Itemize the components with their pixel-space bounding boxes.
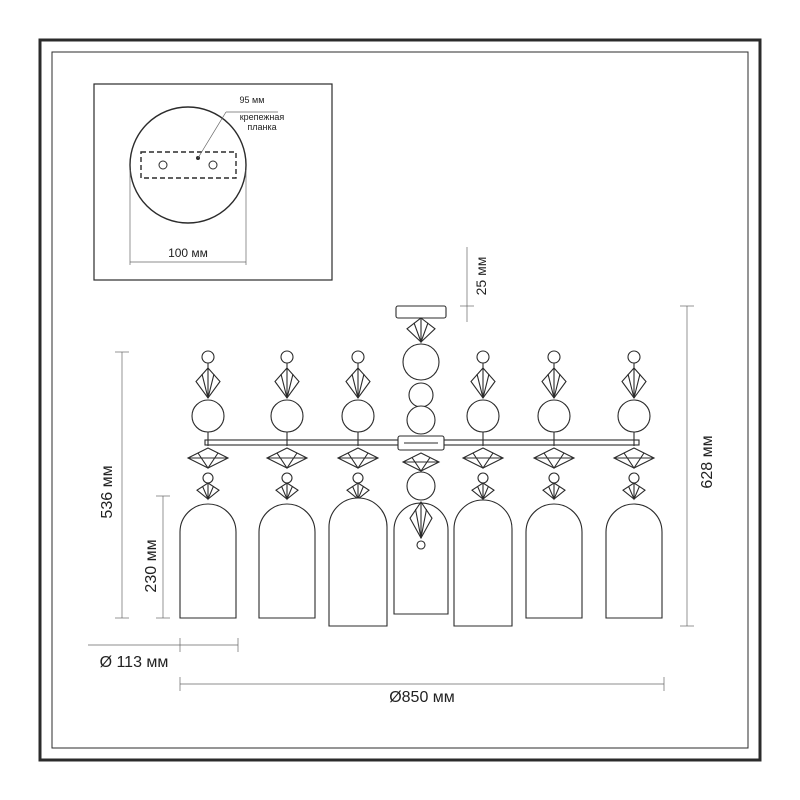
bracket-label-line2: планка (247, 122, 276, 132)
lamp-arm-6 (605, 350, 663, 619)
finial-ball (627, 350, 641, 364)
bracket-label-line1: крепежная (240, 112, 285, 122)
glass-shade (605, 503, 663, 619)
screw-hole-left (158, 160, 168, 170)
outer-frame (38, 38, 762, 762)
total-height-label: 628 мм (699, 435, 716, 488)
bracket-leader-line (197, 111, 227, 159)
chandelier-body (179, 305, 663, 627)
spacer-bead (477, 472, 489, 484)
lamp-arm-4 (453, 350, 513, 627)
glass-shade (258, 503, 316, 619)
bicone-crystal-facet (276, 452, 298, 469)
glass-sphere (617, 399, 651, 433)
bicone-crystal-facet (543, 452, 565, 469)
dim-canopy-height: 25 мм (460, 247, 489, 322)
dim-body-height: 536 мм (99, 351, 129, 619)
spacer-bead (628, 472, 640, 484)
plate-diameter-label: 100 мм (168, 246, 208, 260)
canopy-circle (129, 106, 247, 224)
center-bicone-facet (411, 457, 431, 472)
bicone-crystal-facet (623, 452, 645, 469)
mount-plate-inset: 95 мм крепежная планка 100 мм (93, 83, 333, 281)
center-column (393, 317, 449, 615)
bicone-crystal-facet (472, 452, 494, 469)
dim-overall-width: Ø850 мм (179, 677, 665, 706)
spacer-bead (202, 472, 214, 484)
center-sphere-3 (406, 405, 436, 435)
screw-hole-right (208, 160, 218, 170)
lamp-arm-2 (258, 350, 316, 619)
glass-sphere (191, 399, 225, 433)
finial-ball (201, 350, 215, 364)
glass-shade (179, 503, 237, 619)
finial-ball (547, 350, 561, 364)
glass-sphere (270, 399, 304, 433)
center-shade (393, 502, 449, 615)
center-sphere-1 (402, 343, 440, 381)
spacer-bead (548, 472, 560, 484)
center-pendant-bead (416, 540, 426, 550)
glass-sphere (466, 399, 500, 433)
dim-shade-height: 230 мм (143, 495, 170, 619)
glass-shade (328, 497, 388, 627)
glass-sphere (341, 399, 375, 433)
center-sphere-4 (406, 471, 436, 501)
finial-ball (351, 350, 365, 364)
glass-sphere (537, 399, 571, 433)
spacer-bead (352, 472, 364, 484)
dim-total-height: 628 мм (680, 305, 716, 627)
glass-shade (525, 503, 583, 619)
finial-ball (476, 350, 490, 364)
body-height-label: 536 мм (99, 465, 116, 518)
dim-shade-diameter: Ø 113 мм (88, 638, 239, 671)
ceiling-canopy (395, 305, 447, 319)
finial-ball (280, 350, 294, 364)
inset-box (93, 83, 333, 281)
inner-frame (51, 51, 749, 749)
mounting-bracket (140, 151, 237, 179)
lamp-arm-3 (328, 350, 388, 627)
shade-diameter-label: Ø 113 мм (100, 654, 169, 671)
plate-width-label: 95 мм (240, 95, 265, 105)
overall-width-label: Ø850 мм (389, 689, 455, 706)
lamp-arms (179, 350, 663, 627)
bicone-crystal-facet (347, 452, 369, 469)
bicone-crystal-facet (197, 452, 219, 469)
shade-height-label: 230 мм (143, 539, 160, 592)
center-sphere-2 (408, 382, 434, 408)
lamp-arm-1 (179, 350, 237, 619)
lamp-arm-5 (525, 350, 583, 619)
spacer-bead (281, 472, 293, 484)
canopy-height-label: 25 мм (473, 257, 489, 296)
glass-shade (453, 499, 513, 627)
